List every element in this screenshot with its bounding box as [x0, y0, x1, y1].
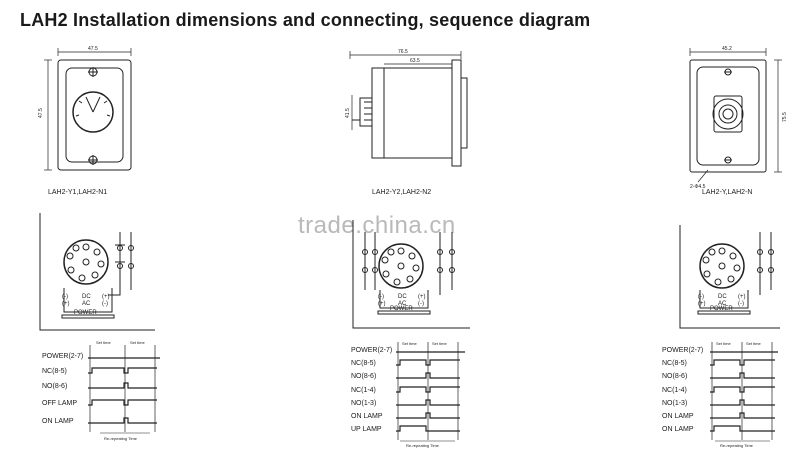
dim-front3-width: 45.2	[722, 46, 732, 52]
wiring1-plus-label: (+)	[62, 301, 70, 307]
seq3-repeat-label: Re-repeating Time	[720, 443, 754, 448]
wiring3-minus2-label: (-)	[738, 301, 744, 307]
seq2-set-time-b: Set time	[432, 341, 447, 346]
seq3-set-time-b: Set time	[746, 341, 761, 346]
wiring1-power-label: POWER	[74, 310, 97, 316]
seq1-set-time-a: Set time	[96, 340, 111, 345]
wiring1-minus-label: (-)	[62, 294, 68, 300]
seq2-label-no13: NO(1-3)	[351, 400, 377, 407]
seq1-label-no86: NO(8-6)	[42, 383, 68, 390]
dim-side-total: 76.5	[398, 49, 408, 55]
seq2-label-no86: NO(8-6)	[351, 373, 377, 380]
wiring2-minus-label: (-)	[378, 294, 384, 300]
page-title: LAH2 Installation dimensions and connect…	[20, 10, 591, 30]
seq2-label-on-lamp: ON LAMP	[351, 413, 383, 420]
wiring1-ac-label: AC	[82, 301, 91, 307]
wiring3-ac-label: AC	[718, 301, 727, 307]
wiring1-dc-label: DC	[82, 294, 91, 300]
front-view-3	[689, 48, 782, 183]
dim-front3-height: 75.5	[782, 112, 788, 122]
seq3-label-on-lamp-a: ON LAMP	[662, 413, 694, 420]
caption-model-1: LAH2-Y1,LAH2-N1	[48, 189, 108, 196]
sequence-diagram-2	[396, 342, 465, 442]
wiring3-dc-label: DC	[718, 294, 727, 300]
seq3-label-on-lamp-b: ON LAMP	[662, 426, 694, 433]
seq3-label-nc14: NC(1-4)	[662, 387, 687, 394]
seq3-label-no13: NO(1-3)	[662, 400, 688, 407]
caption-model-3: LAH2-Y,LAH2-N	[702, 189, 753, 196]
dim-front1-height: 47.5	[38, 108, 44, 118]
wiring3-plus-label: (+)	[698, 301, 706, 307]
dim-front1-width: 47.5	[88, 46, 98, 52]
seq1-label-power: POWER(2-7)	[42, 353, 84, 360]
seq2-label-nc85: NC(8-5)	[351, 360, 376, 367]
seq2-label-power: POWER(2-7)	[351, 347, 393, 354]
wiring2-power-label: POWER	[390, 306, 413, 312]
seq1-label-nc85: NC(8-5)	[42, 368, 67, 375]
wiring2-plus2-label: (+)	[418, 294, 426, 300]
seq3-label-power: POWER(2-7)	[662, 347, 704, 354]
seq1-repeat-label: Re-repeating Time	[104, 436, 138, 441]
dim-side-height: 41.5	[345, 108, 351, 118]
seq2-repeat-label: Re-repeating Time	[406, 443, 440, 448]
dim-side-body: 63.5	[410, 58, 420, 64]
wiring-diagram-3	[679, 225, 780, 329]
wiring2-dc-label: DC	[398, 294, 407, 300]
wiring2-minus2-label: (-)	[418, 301, 424, 307]
side-view	[349, 51, 468, 167]
wiring1-plus2-label: (+)	[102, 294, 110, 300]
seq2-set-time-a: Set time	[402, 341, 417, 346]
wiring2-plus-label: (+)	[378, 301, 386, 307]
seq2-label-up-lamp: UP LAMP	[351, 426, 382, 433]
seq1-set-time-b: Set time	[130, 340, 145, 345]
wiring2-ac-label: AC	[398, 301, 407, 307]
seq3-set-time-a: Set time	[716, 341, 731, 346]
wiring3-power-label: POWER	[710, 306, 733, 312]
seq1-label-off-lamp: OFF LAMP	[42, 400, 78, 407]
sequence-diagram-3	[710, 342, 778, 442]
caption-model-2: LAH2-Y2,LAH2-N2	[372, 189, 432, 196]
wiring-diagram-2	[352, 220, 470, 329]
dim-hole-label: 2-Φ4.5	[690, 184, 706, 190]
wiring3-minus-label: (-)	[698, 294, 704, 300]
front-view-1	[44, 48, 132, 171]
wiring-diagram-1	[39, 213, 155, 331]
seq1-label-on-lamp: ON LAMP	[42, 418, 74, 425]
sequence-diagram-1	[88, 345, 160, 434]
watermark: trade.china.cn	[298, 212, 456, 239]
seq3-label-no86: NO(8-6)	[662, 373, 688, 380]
seq2-label-nc14: NC(1-4)	[351, 387, 376, 394]
wiring1-minus2-label: (-)	[102, 301, 108, 307]
wiring3-plus2-label: (+)	[738, 294, 746, 300]
seq3-label-nc85: NC(8-5)	[662, 360, 687, 367]
